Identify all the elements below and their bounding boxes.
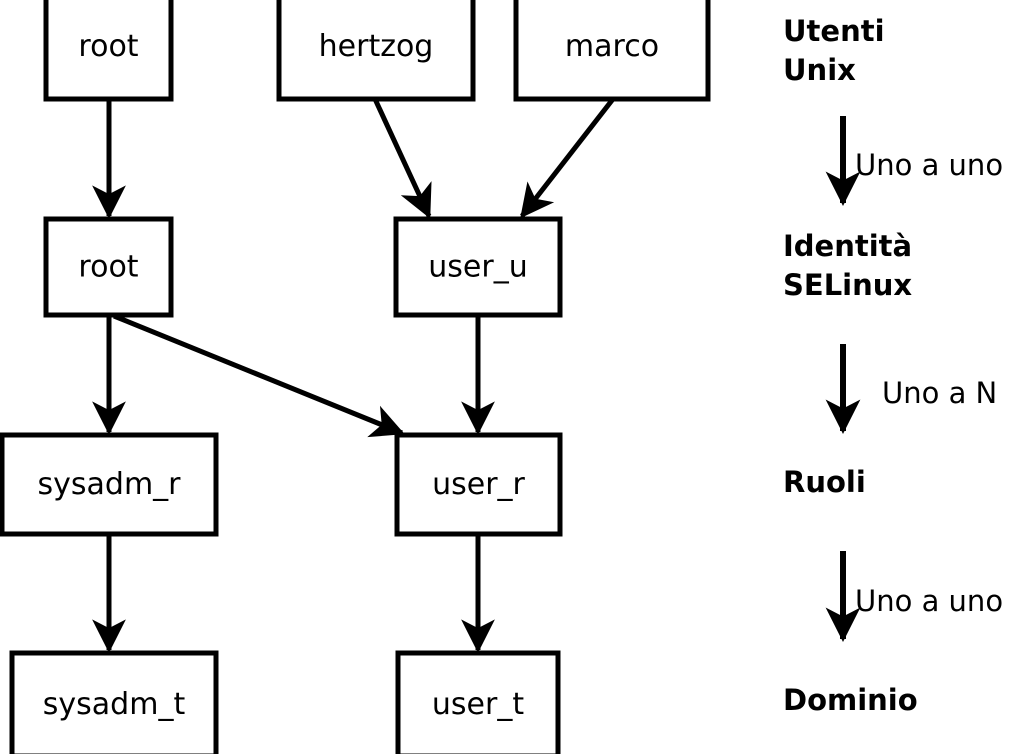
node-role_user[interactable]: user_r (394, 432, 563, 537)
node-unix_hertzog[interactable]: hertzog (276, 0, 476, 102)
node-box-unix_marco (513, 0, 711, 102)
node-box-id_user_u (393, 216, 563, 318)
node-label-id_root: root (78, 250, 138, 285)
node-box-unix_root (43, 0, 174, 102)
legend-relation-label-rel-3: Uno a uno (855, 584, 1003, 618)
node-label-dom_sysadm: sysadm_t (43, 687, 186, 722)
node-box-role_sysadm (0, 432, 219, 537)
node-dom_user[interactable]: user_t (395, 650, 561, 754)
node-dom_sysadm[interactable]: sysadm_t (9, 650, 219, 754)
node-box-dom_user (395, 650, 561, 754)
edge-unix_marco-to-id_user_u (520, 97, 615, 219)
node-id_root[interactable]: root (43, 216, 174, 318)
node-box-role_user (394, 432, 563, 537)
legend-stage-selinux-identity-line-1: SELinux (783, 268, 912, 302)
edges-layer (92, 97, 615, 653)
node-label-role_sysadm: sysadm_r (38, 467, 182, 502)
edge-unix_hertzog-to-id_user_u (372, 97, 432, 219)
node-label-unix_root: root (78, 29, 138, 64)
node-box-unix_hertzog (276, 0, 476, 102)
node-id_user_u[interactable]: user_u (393, 216, 563, 318)
legend-relation-label-rel-2: Uno a N (882, 376, 997, 410)
legend-stage-selinux-identity-line-0: Identità (783, 229, 912, 263)
legend-stage-domain-line-0: Dominio (783, 683, 918, 717)
node-label-id_user_u: user_u (428, 250, 527, 285)
node-label-unix_hertzog: hertzog (319, 29, 434, 64)
legend-stage-unix-users-line-0: Utenti (783, 14, 885, 48)
node-label-role_user: user_r (432, 467, 525, 502)
node-box-dom_sysadm (9, 650, 219, 754)
nodes-layer: root hertzog marco root user_u sysadm_r user_r… (0, 0, 711, 754)
node-unix_marco[interactable]: marco (513, 0, 711, 102)
legend-stage-unix-users-line-1: Unix (783, 53, 856, 87)
legend-relation-label-rel-1: Uno a uno (855, 148, 1003, 182)
node-unix_root[interactable]: root (43, 0, 174, 102)
node-label-unix_marco: marco (565, 29, 659, 64)
legend-stage-roles-line-0: Ruoli (783, 465, 866, 499)
edge-id_root-to-role_user (113, 313, 405, 438)
node-box-id_root (43, 216, 174, 318)
node-role_sysadm[interactable]: sysadm_r (0, 432, 219, 537)
node-label-dom_user: user_t (432, 687, 524, 722)
